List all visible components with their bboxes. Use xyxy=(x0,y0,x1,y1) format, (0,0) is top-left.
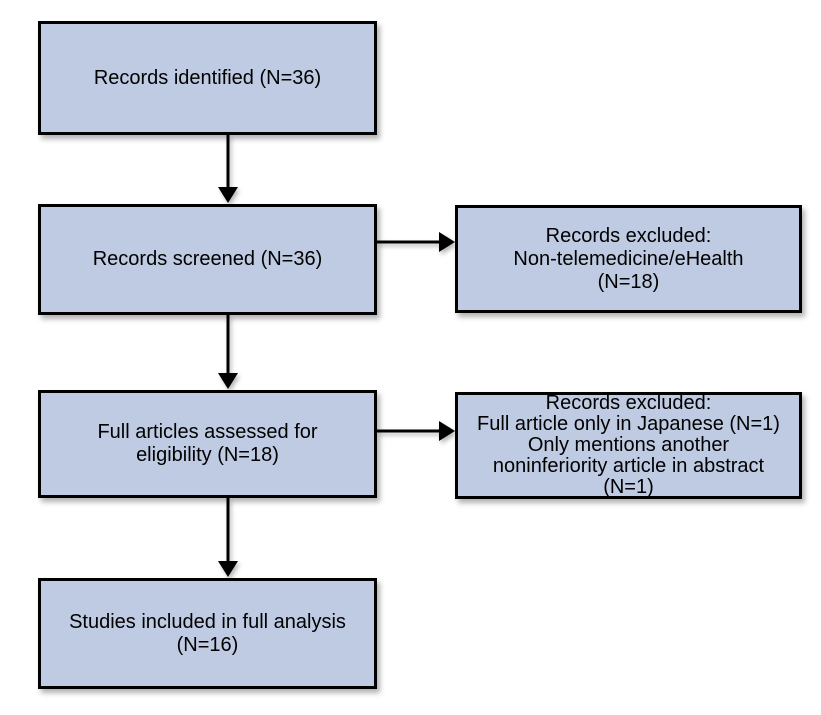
studies-included-label: Studies included in full analysis (N=16) xyxy=(69,610,346,656)
arrow-identified-to-screened-icon xyxy=(218,135,238,203)
flow-box-full-articles-assessed: Full articles assessed for eligibility (… xyxy=(38,390,377,498)
records-excluded-screening-label: Records excluded: Non-telemedicine/eHeal… xyxy=(513,224,744,293)
records-identified-label: Records identified (N=36) xyxy=(93,66,322,89)
flow-box-records-screened: Records screened (N=36) xyxy=(38,204,377,315)
arrow-screened-to-assessed-icon xyxy=(218,315,238,389)
arrow-assessed-to-excluded-icon xyxy=(377,421,455,441)
records-excluded-eligibility-label: Records excluded: Full article only in J… xyxy=(477,392,780,498)
flow-box-records-excluded-screening: Records excluded: Non-telemedicine/eHeal… xyxy=(455,205,802,313)
full-articles-assessed-label: Full articles assessed for eligibility (… xyxy=(97,421,318,466)
arrow-screened-to-excluded-icon xyxy=(377,232,455,252)
flow-box-records-identified: Records identified (N=36) xyxy=(38,21,377,135)
flow-box-studies-included: Studies included in full analysis (N=16) xyxy=(38,578,377,689)
arrow-assessed-to-included-icon xyxy=(218,498,238,577)
records-screened-label: Records screened (N=36) xyxy=(92,248,323,270)
flow-box-records-excluded-eligibility: Records excluded: Full article only in J… xyxy=(455,392,802,499)
